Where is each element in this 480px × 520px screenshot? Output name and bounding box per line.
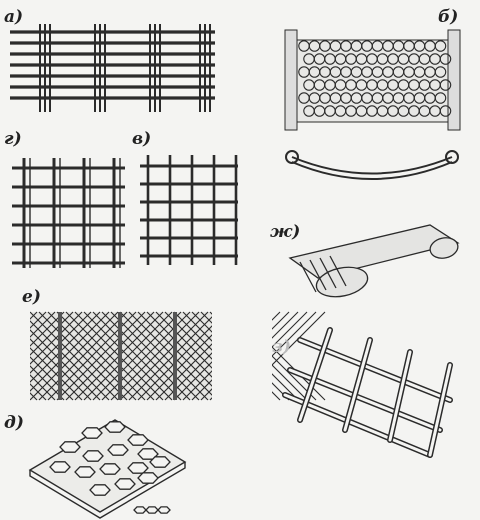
hanging-bar-b bbox=[285, 150, 459, 180]
label-a: а) bbox=[4, 7, 23, 27]
label-d: д) bbox=[4, 413, 24, 433]
welded-rod-grid-z bbox=[282, 327, 453, 458]
perforated-plate-d bbox=[28, 419, 187, 519]
woven-wire-mesh-a bbox=[10, 24, 215, 112]
hex-link-mesh-b bbox=[298, 40, 452, 117]
label-e: е) bbox=[22, 287, 41, 307]
rolled-mesh-zh bbox=[288, 224, 460, 298]
label-v: в) bbox=[132, 129, 151, 149]
label-g: г) bbox=[4, 129, 22, 149]
label-b: б) bbox=[438, 7, 458, 27]
label-z: з) bbox=[272, 337, 291, 357]
square-woven-mesh-v bbox=[12, 155, 238, 268]
label-zh: ж) bbox=[270, 222, 300, 242]
hexagon-sample-d bbox=[133, 506, 171, 514]
